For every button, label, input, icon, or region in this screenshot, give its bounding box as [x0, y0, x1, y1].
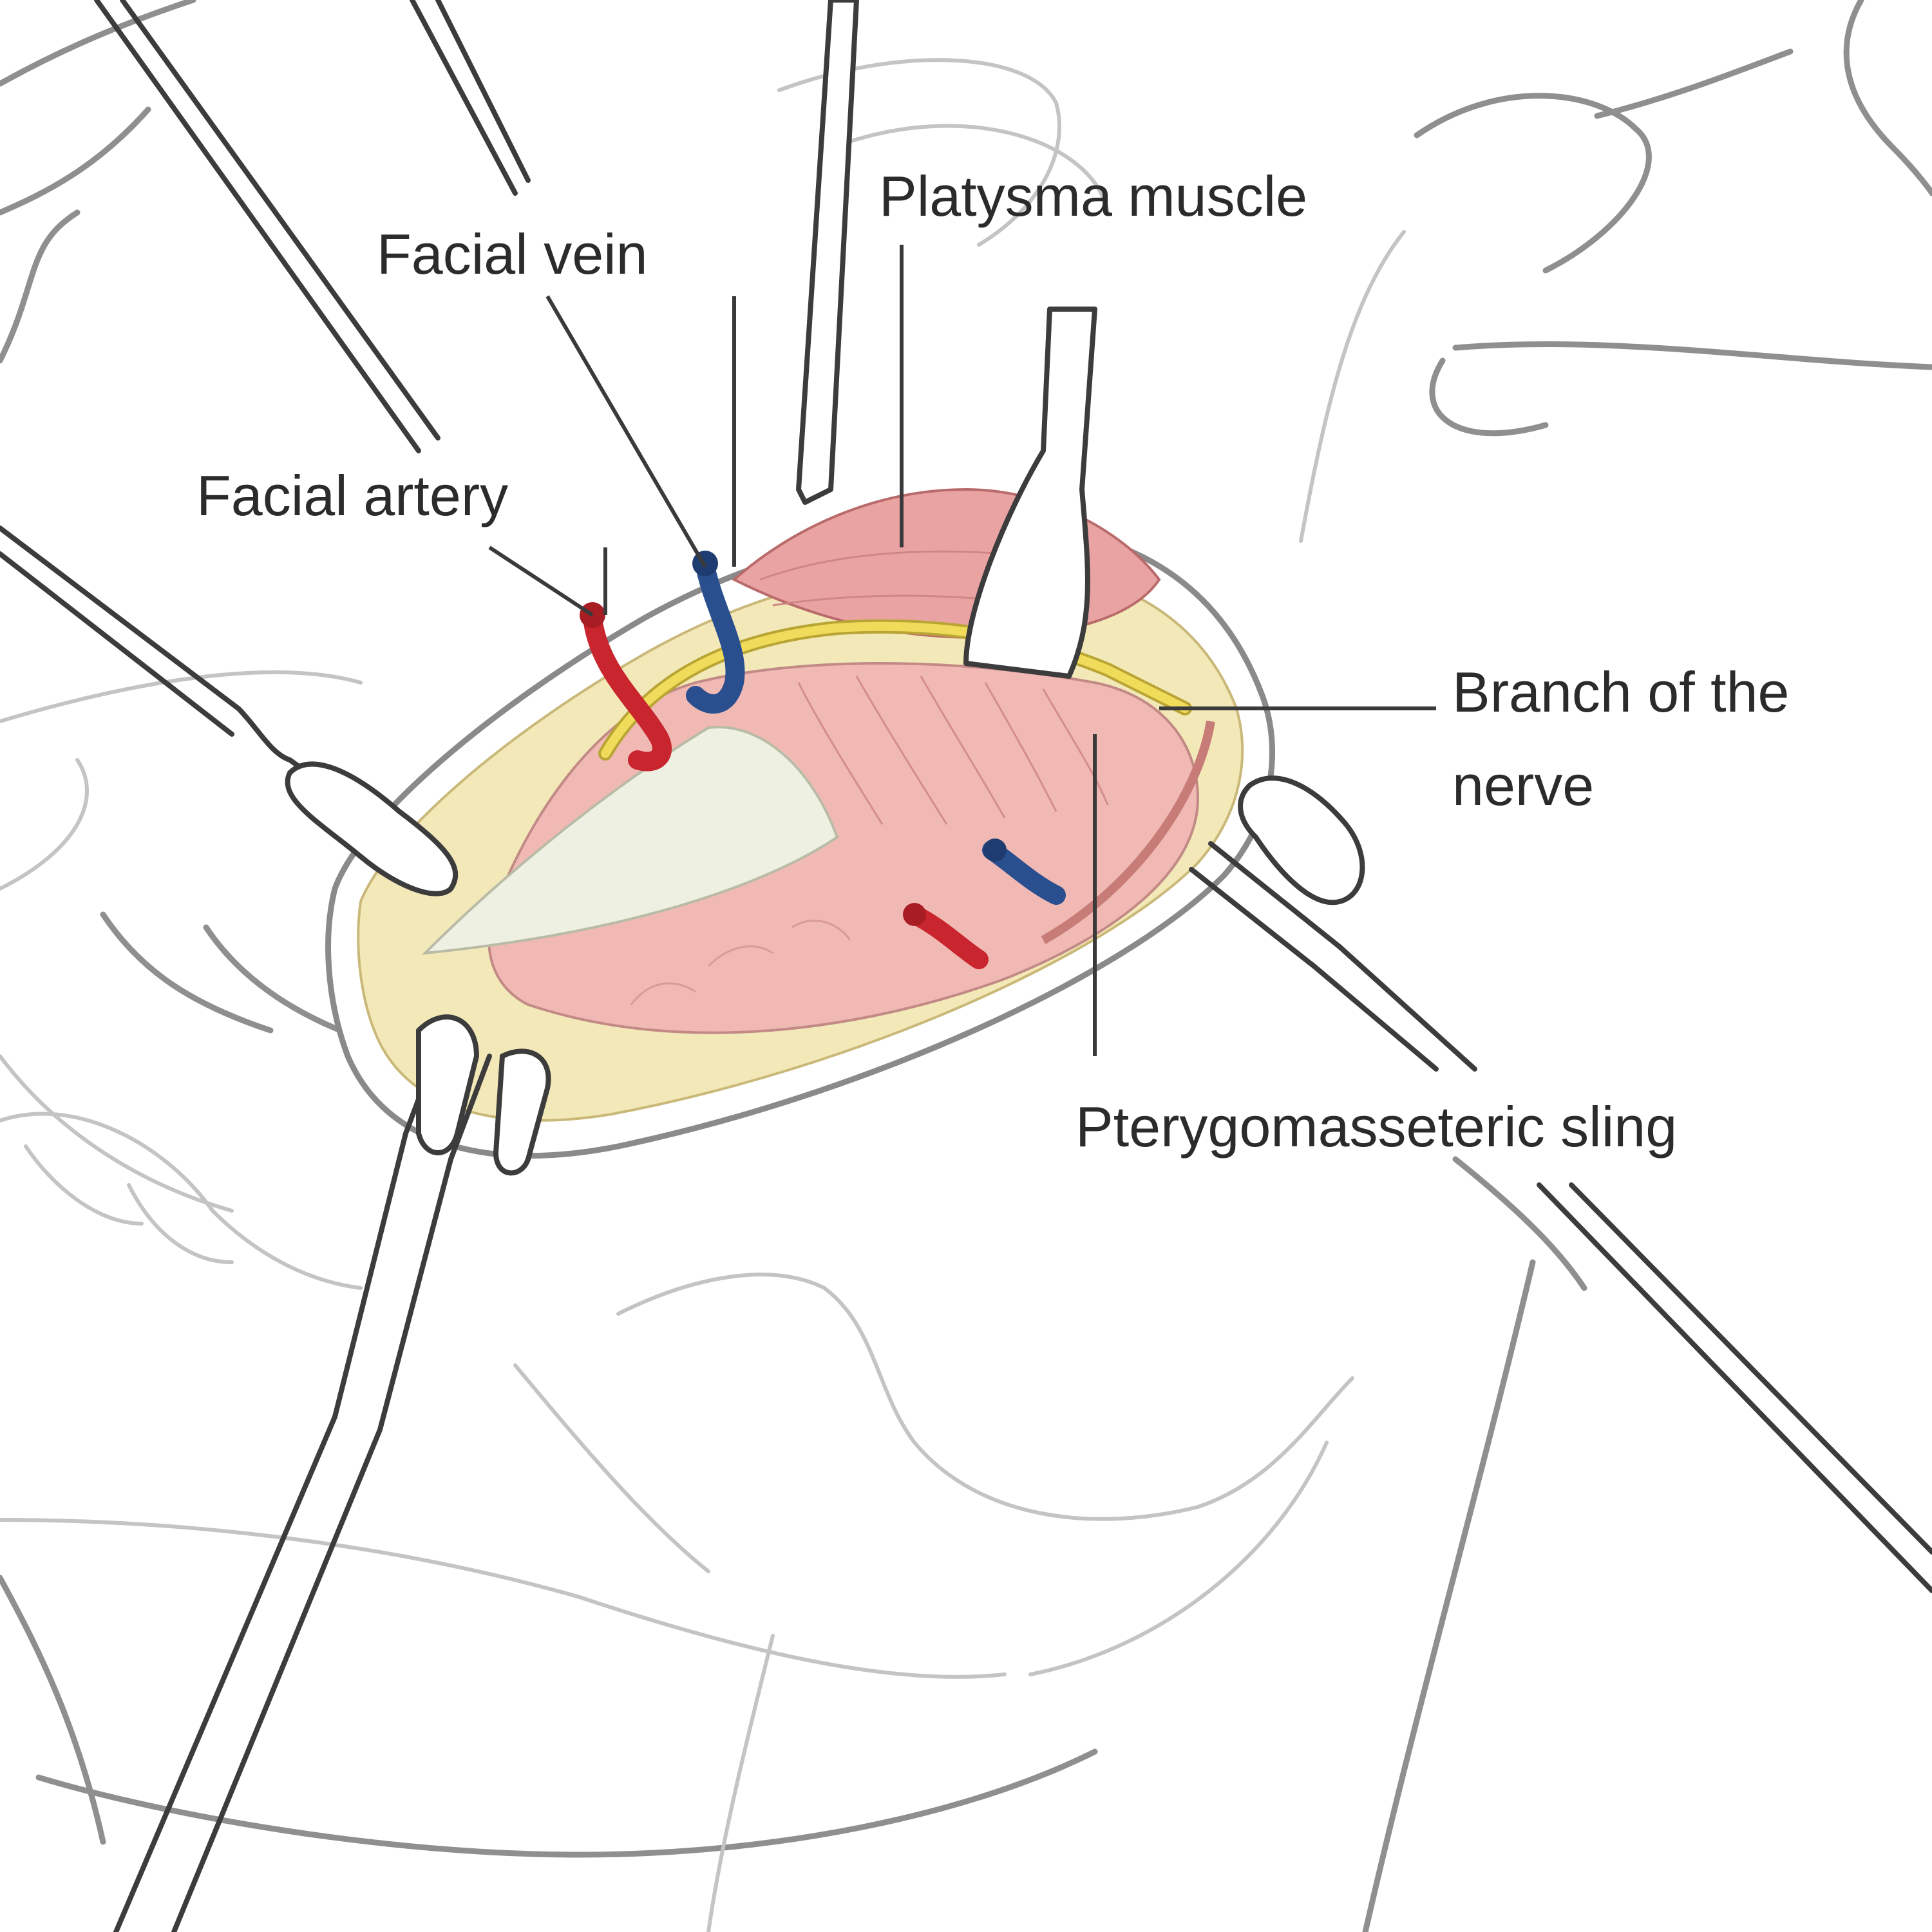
leader-facial-artery-a	[488, 545, 594, 617]
label-branch-of-the-nerve-line1: Branch of the	[1452, 660, 1789, 724]
nerve-branch	[601, 621, 1189, 758]
label-facial-vein: Facial vein	[377, 222, 648, 286]
label-platysma-muscle: Platysma muscle	[879, 164, 1307, 228]
label-branch-of-the-nerve-line2: nerve	[1452, 753, 1594, 817]
leader-facial-vein-a	[545, 295, 707, 568]
label-pterygomasseteric-sling: Pterygomasseteric sling	[1075, 1095, 1677, 1159]
facial-artery-vessel	[583, 609, 672, 772]
incision-area	[325, 488, 1276, 1159]
leader-lines	[488, 245, 1436, 1056]
bone-surface	[421, 726, 839, 955]
labels: Platysma muscle Facial vein Facial arter…	[196, 164, 1789, 1159]
facial-vein-vessel	[686, 557, 745, 714]
label-facial-artery: Facial artery	[196, 464, 508, 527]
